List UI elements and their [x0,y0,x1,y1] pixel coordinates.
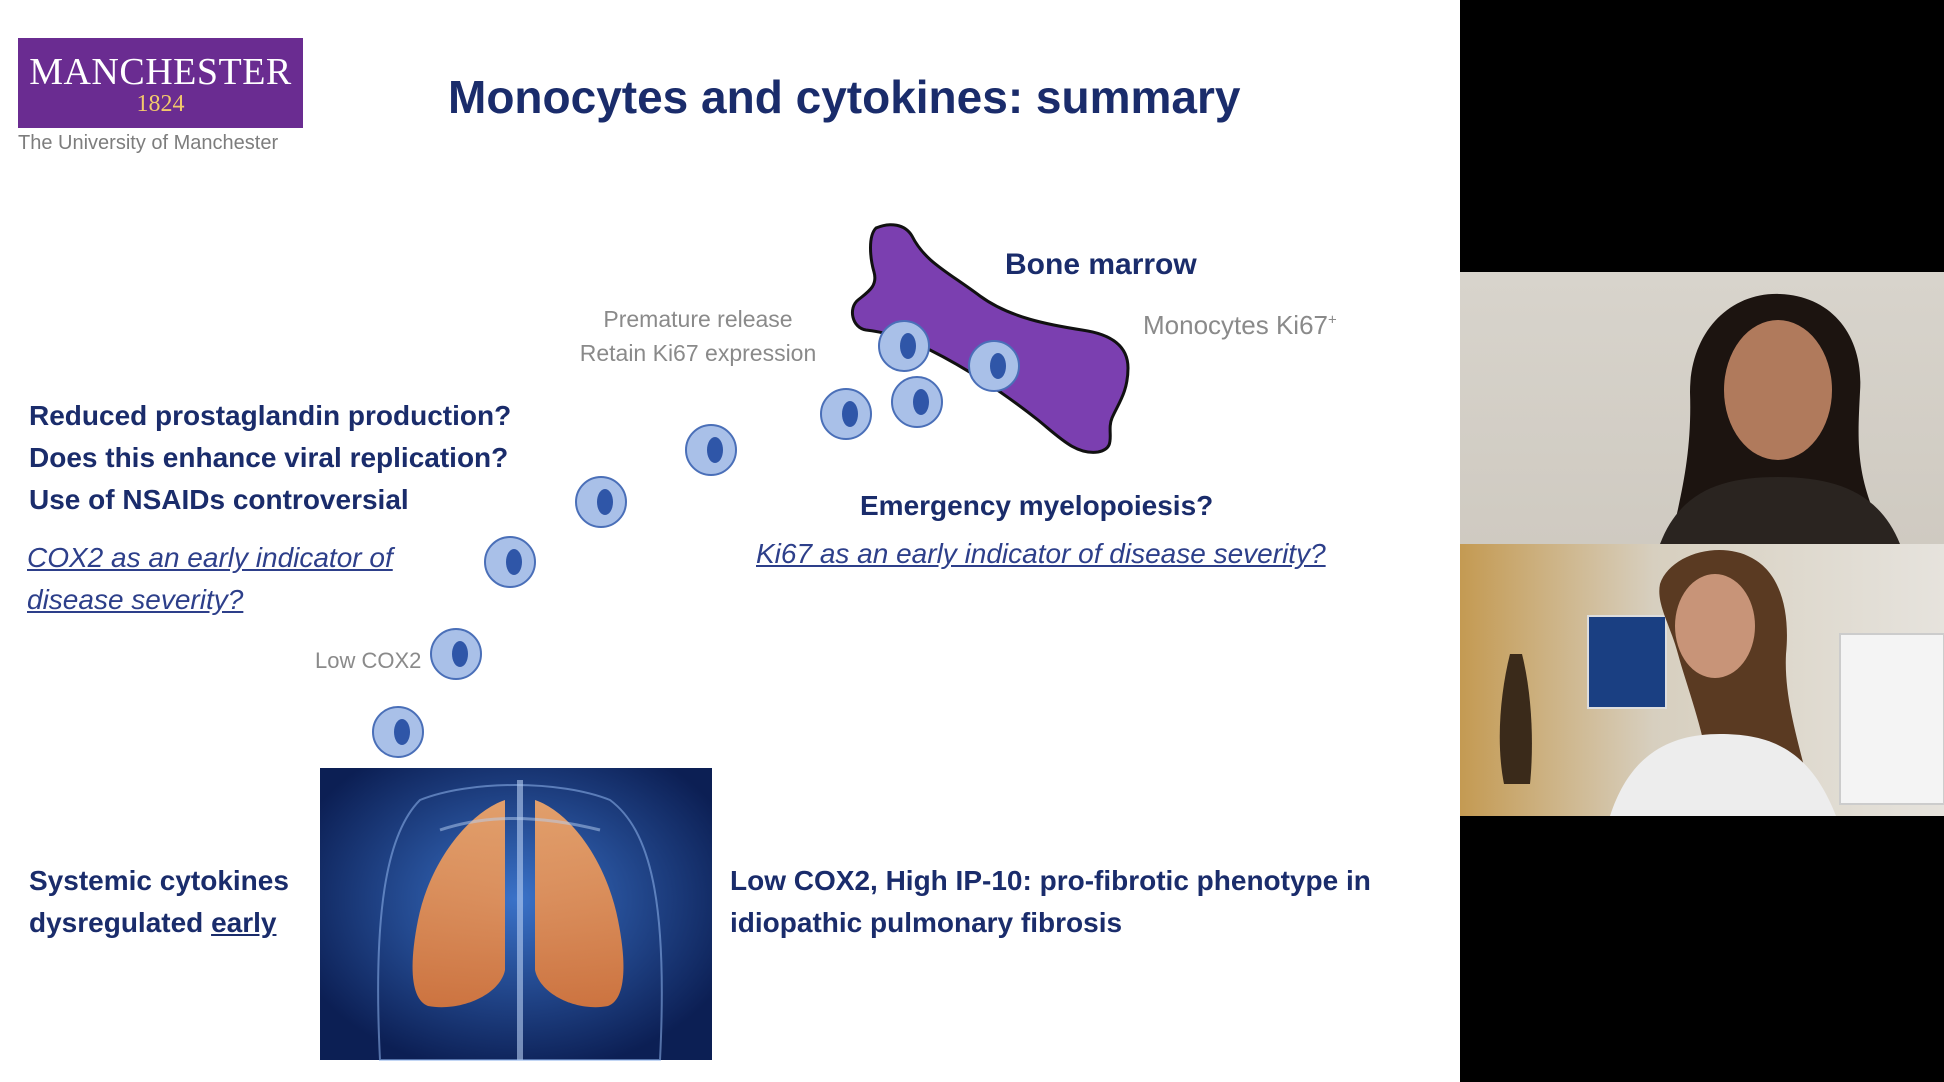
left-points: Reduced prostaglandin production? Does t… [29,395,511,521]
monocyte-cell [968,340,1020,392]
university-logo: MANCHESTER 1824 [18,38,303,128]
monocytes-ki67-superscript: + [1327,311,1337,329]
right-lung [535,800,624,1008]
monocyte-cell [484,536,536,588]
participant-video-2[interactable] [1460,544,1944,816]
systemic-line1: Systemic cytokines [29,865,289,896]
fibrosis-line2: idiopathic pulmonary fibrosis [730,907,1123,938]
left-point: Does this enhance viral replication? [29,442,509,473]
monocyte-cell [878,320,930,372]
left-point: Reduced prostaglandin production? [29,400,512,431]
monocyte-cell [891,376,943,428]
fibrosis-line1: Low COX2, High IP-10: pro-fibrotic pheno… [730,865,1371,896]
monocyte-cell [372,706,424,758]
systemic-line2-prefix: dysregulated [29,907,212,938]
ki67-indicator-note: Ki67 as an early indicator of disease se… [756,538,1326,569]
monocyte-cell [430,628,482,680]
monocyte-cells [372,320,1020,758]
cox2-indicator-line1: COX2 as an early indicator of [27,542,393,573]
logo-name: MANCHESTER [29,51,292,93]
presentation-slide: MANCHESTER 1824 The University of Manche… [0,0,1460,1082]
participant-2-silhouette-icon [1499,550,1944,816]
participant-1-silhouette-icon [1660,293,1900,544]
monocyte-cell [575,476,627,528]
low-cox2-label: Low COX2 [315,648,422,673]
lungs-image [320,768,712,1061]
cox2-indicator-note: COX2 as an early indicator of disease se… [27,537,393,621]
video-call-panel [1460,0,1944,1082]
premature-release-text: Premature release [603,306,793,332]
retain-ki67-text: Retain Ki67 expression [579,340,817,366]
monocyte-diagram [320,223,1130,1061]
systemic-line2: dysregulated early [29,902,289,944]
premature-release-note: Premature release Retain Ki67 expression [568,302,828,370]
emergency-myelopoiesis-label: Emergency myelopoiesis? [860,490,1214,521]
systemic-line2-emphasis: early [211,907,277,938]
cox2-indicator-line2: disease severity? [27,584,244,615]
left-lung [412,800,505,1008]
fibrosis-note: Low COX2, High IP-10: pro-fibrotic pheno… [730,860,1371,944]
logo-year: 1824 [136,91,185,117]
slide-title: Monocytes and cytokines: summary [448,71,1241,123]
monocyte-cell [685,424,737,476]
monocytes-ki67-label: Monocytes Ki67+ [1143,310,1337,341]
bone-marrow-shape [850,223,1130,454]
logo-subtitle: The University of Manchester [18,132,279,154]
left-point: Use of NSAIDs controversial [29,484,409,515]
participant-video-1[interactable] [1460,272,1944,544]
monocyte-cell [820,388,872,440]
systemic-cytokines-note: Systemic cytokines dysregulated early [29,860,289,944]
monocytes-ki67-text: Monocytes Ki67 [1143,310,1328,340]
bone-marrow-label: Bone marrow [1005,248,1197,281]
